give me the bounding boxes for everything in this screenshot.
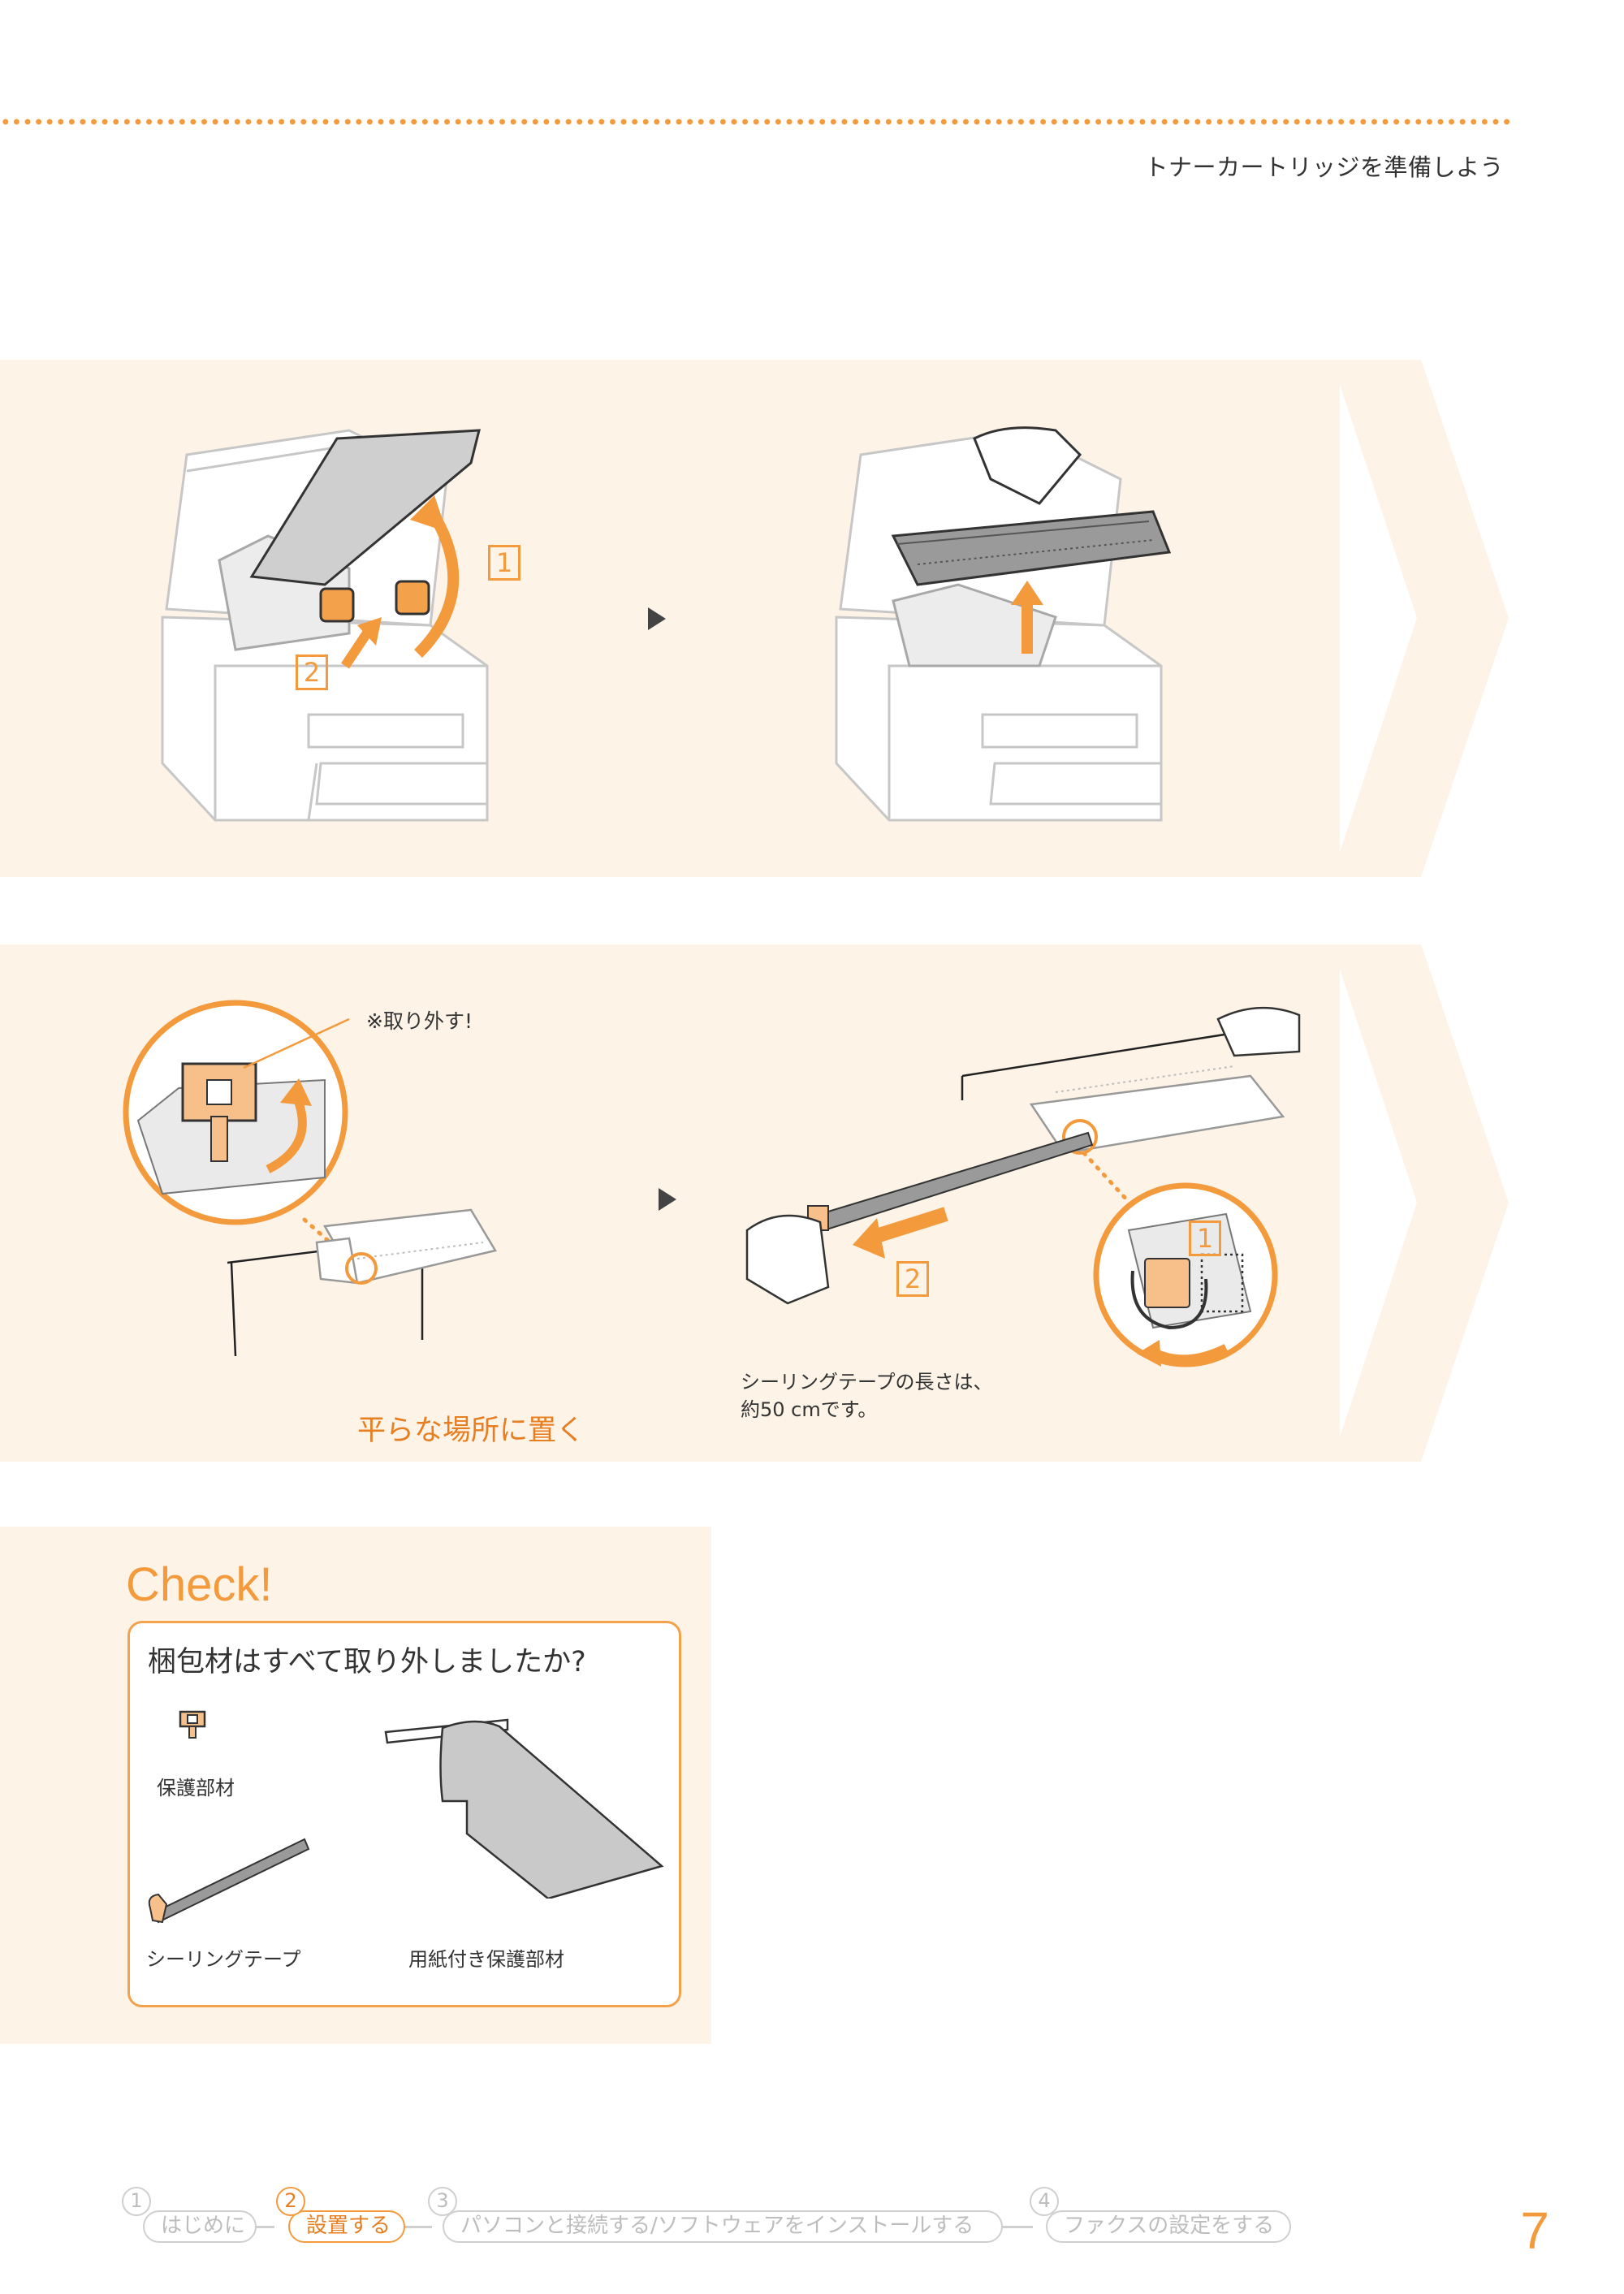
tape-length-note: シーリングテープの長さは、 約50 cmです。 bbox=[741, 1368, 993, 1423]
step-badge-2: 2 bbox=[296, 655, 328, 690]
step-connector bbox=[253, 2226, 274, 2228]
step-badge-2: 2 bbox=[896, 1261, 929, 1297]
chevron-icon bbox=[1380, 944, 1509, 1462]
chevron-icon bbox=[1332, 944, 1494, 1462]
nav-step-fax[interactable]: ファクスの設定をする bbox=[1046, 2210, 1291, 2243]
place-flat-label: 平らな場所に置く bbox=[357, 1415, 585, 1447]
nav-step-number: 1 bbox=[122, 2187, 151, 2216]
step-connector bbox=[999, 2226, 1033, 2228]
check-title: Check! bbox=[126, 1558, 273, 1611]
item-label-sealing-tape: シーリングテープ bbox=[146, 1948, 301, 1971]
check-question: 梱包材はすべて取り外しましたか? bbox=[148, 1646, 586, 1678]
dotted-divider bbox=[0, 119, 1510, 125]
nav-step-label: 設置する bbox=[306, 2214, 391, 2238]
nav-step-label: パソコンと接続する/ソフトウェアをインストールする bbox=[460, 2214, 974, 2238]
sealing-tape-removal-illustration bbox=[745, 1006, 1301, 1367]
protective-part-zoom-illustration bbox=[123, 1000, 497, 1357]
printer-open-illustration bbox=[161, 429, 489, 822]
nav-step-intro[interactable]: はじめに bbox=[143, 2210, 257, 2243]
sealing-tape-icon bbox=[148, 1838, 310, 1924]
nav-step-number: 4 bbox=[1030, 2187, 1059, 2216]
tape-length-note-line1: シーリングテープの長さは、 bbox=[741, 1371, 993, 1393]
page-title: トナーカートリッジを準備しよう bbox=[1144, 153, 1504, 181]
cartridge-removal-illustration bbox=[835, 426, 1172, 822]
step-badge-1: 1 bbox=[488, 545, 520, 581]
step-connector bbox=[402, 2226, 432, 2228]
nav-step-connect[interactable]: パソコンと接続する/ソフトウェアをインストールする bbox=[443, 2210, 1003, 2243]
chevron-icon bbox=[1380, 360, 1509, 877]
nav-step-number: 3 bbox=[428, 2187, 457, 2216]
nav-step-label: はじめに bbox=[161, 2214, 246, 2238]
play-arrow-icon bbox=[659, 1188, 676, 1211]
nav-step-number: 2 bbox=[276, 2187, 305, 2216]
page-number: 7 bbox=[1520, 2201, 1549, 2260]
step-badge-1: 1 bbox=[1189, 1220, 1221, 1256]
item-label-protective-part: 保護部材 bbox=[157, 1777, 235, 1799]
chevron-icon bbox=[1332, 360, 1494, 877]
item-label-paper-protective-part: 用紙付き保護部材 bbox=[408, 1948, 564, 1971]
nav-step-install[interactable]: 設置する bbox=[288, 2210, 405, 2243]
protective-part-icon bbox=[179, 1710, 206, 1739]
paper-protective-part-icon bbox=[384, 1718, 664, 1899]
callout-remove: ※取り外す! bbox=[366, 1009, 473, 1033]
play-arrow-icon bbox=[648, 607, 666, 630]
nav-step-label: ファクスの設定をする bbox=[1064, 2214, 1275, 2238]
tape-length-note-line2: 約50 cmです。 bbox=[741, 1398, 878, 1421]
